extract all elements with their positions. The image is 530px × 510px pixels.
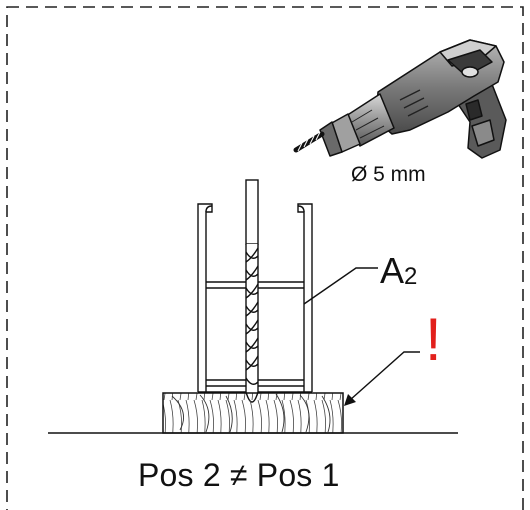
drill-bit-size-label: Ø 5 mm xyxy=(351,163,426,186)
power-drill-icon xyxy=(293,39,507,159)
part-label: A2 xyxy=(380,250,417,292)
warning-arrow xyxy=(344,351,420,406)
wooden-block xyxy=(162,392,344,434)
part-label-subscript: 2 xyxy=(404,263,418,290)
part-leader-line xyxy=(303,267,378,305)
drill-bit xyxy=(245,179,259,403)
dashed-frame xyxy=(6,6,524,510)
position-caption: Pos 2 ≠ Pos 1 xyxy=(138,457,340,493)
part-label-letter: A xyxy=(380,250,405,291)
warning-exclamation-icon: ! xyxy=(425,306,442,373)
